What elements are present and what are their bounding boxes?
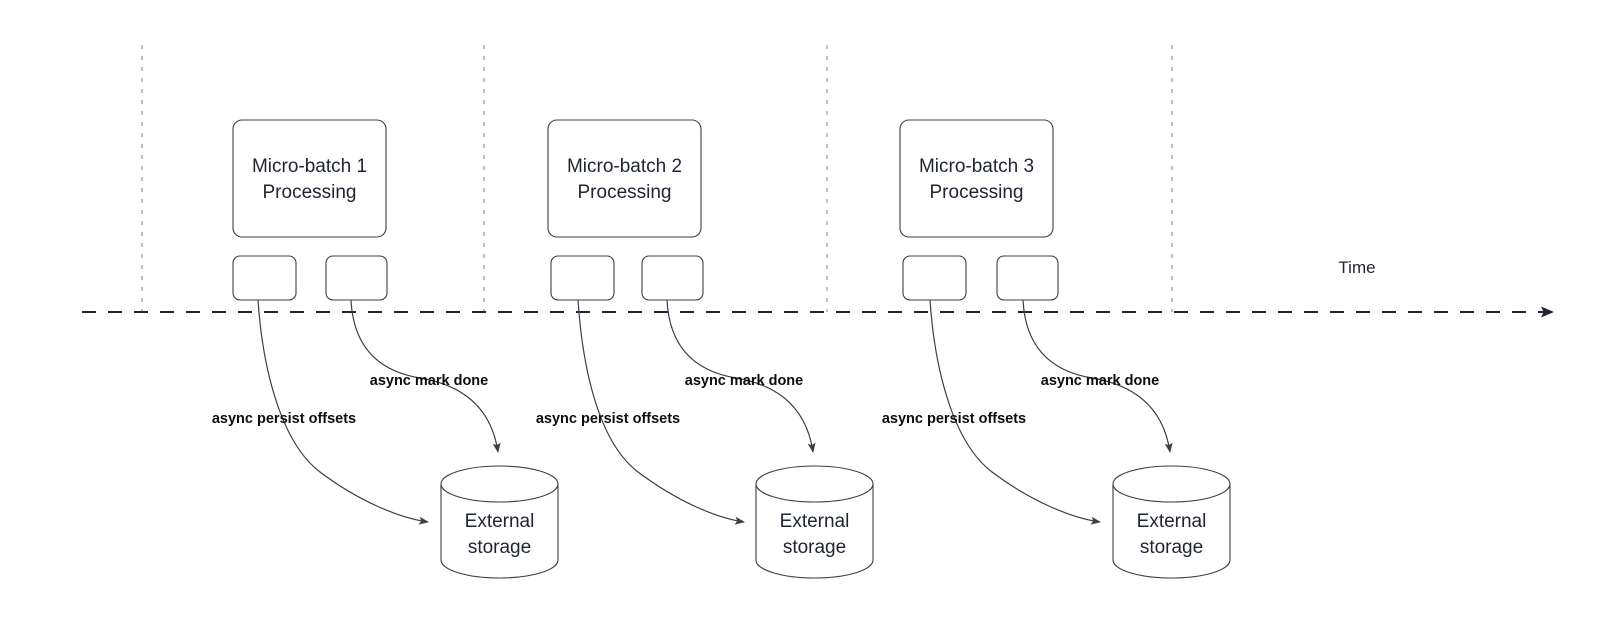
- batch-2-async-persist-offsets-edge: [577, 299, 745, 525]
- time-axis-group: Time: [82, 258, 1554, 318]
- batch-1-group: Micro-batch 1 Processing External storag…: [212, 119, 559, 579]
- batch-3-async-persist-offsets-edge: [929, 299, 1101, 525]
- micro-batch-2-label-line2: Processing: [578, 182, 672, 203]
- micro-batch-1-label-line2: Processing: [263, 182, 357, 203]
- batch-1-mark-done-task-box[interactable]: [325, 255, 388, 301]
- micro-batch-1-box[interactable]: Micro-batch 1 Processing: [232, 119, 387, 238]
- time-axis-label: Time: [1338, 258, 1375, 277]
- micro-batch-1-rect[interactable]: [232, 119, 387, 238]
- micro-batch-2-label-line1: Micro-batch 2: [567, 156, 682, 177]
- batch-1-cylinder-top: [440, 465, 559, 503]
- micro-batch-2-rect[interactable]: [547, 119, 702, 238]
- batch-2-storage-label-line1: External: [780, 511, 850, 532]
- batch-3-external-storage[interactable]: External storage: [1112, 465, 1231, 579]
- batch-3-storage-label-line1: External: [1137, 511, 1207, 532]
- batch-3-offsets-task-box[interactable]: [902, 255, 967, 301]
- batch-3-async-mark-done-edge: [1022, 299, 1173, 453]
- batch-1-storage-label-line1: External: [465, 511, 535, 532]
- micro-batch-3-label-line2: Processing: [930, 182, 1024, 203]
- batch-2-offsets-task-box[interactable]: [550, 255, 615, 301]
- batch-3-async-persist-offsets-label: async persist offsets: [882, 411, 1026, 427]
- batch-1-async-persist-offsets-label: async persist offsets: [212, 411, 356, 427]
- batch-2-group: Micro-batch 2 Processing External storag…: [536, 119, 874, 579]
- batch-3-cylinder-top: [1112, 465, 1231, 503]
- batch-2-external-storage[interactable]: External storage: [755, 465, 874, 579]
- batch-3-group: Micro-batch 3 Processing External storag…: [882, 119, 1231, 579]
- batch-2-async-persist-offsets-label: async persist offsets: [536, 411, 680, 427]
- batch-3-mark-done-task-box[interactable]: [996, 255, 1059, 301]
- batch-2-mark-done-task-box[interactable]: [641, 255, 704, 301]
- batch-1-offsets-task-box[interactable]: [232, 255, 297, 301]
- batch-1-async-mark-done-label: async mark done: [370, 373, 488, 389]
- batch-3-async-mark-done-label: async mark done: [1041, 373, 1159, 389]
- micro-batch-3-rect[interactable]: [899, 119, 1054, 238]
- batch-2-cylinder-top: [755, 465, 874, 503]
- micro-batch-1-label-line1: Micro-batch 1: [252, 156, 367, 177]
- batch-1-async-mark-done-edge: [350, 299, 501, 453]
- batch-2-async-mark-done-label: async mark done: [685, 373, 803, 389]
- micro-batch-3-label-line1: Micro-batch 3: [919, 156, 1034, 177]
- batch-2-storage-label-line2: storage: [783, 537, 846, 558]
- batch-2-async-mark-done-edge: [666, 299, 816, 453]
- batch-3-storage-label-line2: storage: [1140, 537, 1203, 558]
- batch-1-async-persist-offsets-edge: [257, 299, 429, 525]
- micro-batch-3-box[interactable]: Micro-batch 3 Processing: [899, 119, 1054, 238]
- tick-lines-group: [141, 45, 1173, 312]
- batch-1-cylinder-body: [440, 483, 559, 579]
- batch-1-storage-label-line2: storage: [468, 537, 531, 558]
- batch-1-external-storage[interactable]: External storage: [440, 465, 559, 579]
- batch-2-cylinder-body: [755, 483, 874, 579]
- batch-3-cylinder-body: [1112, 483, 1231, 579]
- micro-batch-2-box[interactable]: Micro-batch 2 Processing: [547, 119, 702, 238]
